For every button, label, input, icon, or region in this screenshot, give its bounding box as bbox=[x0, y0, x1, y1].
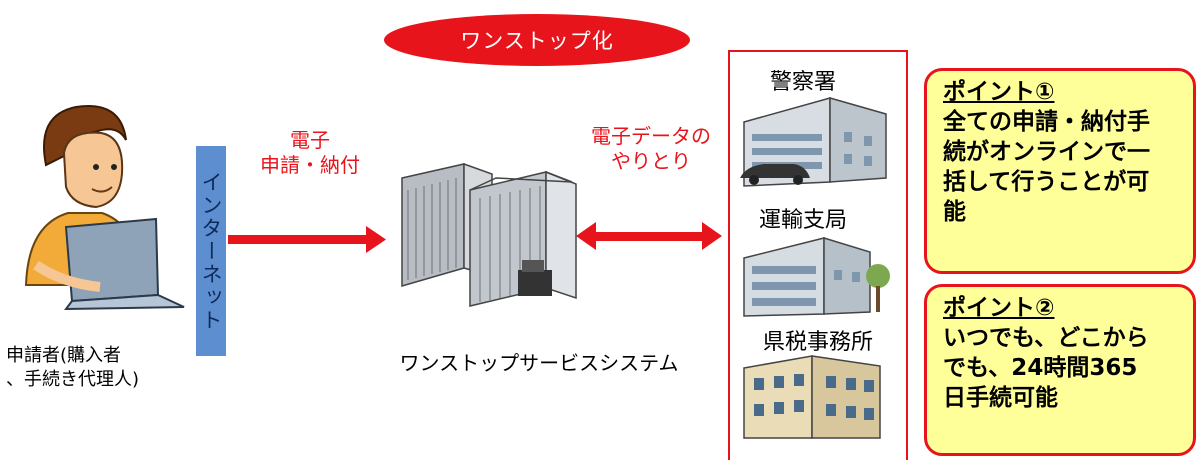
applicant-illustration bbox=[24, 105, 185, 310]
exchange-arrow bbox=[576, 222, 722, 250]
point-2-callout: ポイント② いつでも、どこから でも、24時間365 日手続可能 bbox=[924, 284, 1196, 456]
transport-bureau-icon bbox=[743, 236, 890, 317]
point-1-title: ポイント① bbox=[943, 79, 1055, 105]
police-station-icon bbox=[740, 97, 887, 187]
applicant-label: 申請者(購入者 、手続き代理人) bbox=[6, 345, 140, 390]
agency-tax-label: 県税事務所 bbox=[762, 330, 873, 355]
submit-label: 電子 申請・納付 bbox=[260, 128, 360, 177]
exchange-label: 電子データの やりとり bbox=[591, 124, 711, 173]
agency-transport-label: 運輸支局 bbox=[758, 208, 847, 233]
tax-office-icon bbox=[743, 355, 881, 439]
one-stop-badge: ワンストップ化 bbox=[384, 14, 690, 66]
agency-police-label: 警察署 bbox=[769, 70, 836, 95]
point-2-title: ポイント② bbox=[943, 295, 1055, 321]
server-illustration bbox=[401, 162, 577, 307]
point-1-callout: ポイント① 全ての申請・納付手 続がオンラインで一 括して行うことが可 能 bbox=[924, 68, 1196, 274]
internet-bar: インターネット bbox=[196, 146, 226, 356]
point-1-body: 全ての申請・納付手 続がオンラインで一 括して行うことが可 能 bbox=[943, 109, 1150, 225]
submit-arrow bbox=[228, 226, 386, 253]
system-label: ワンストップサービスシステム bbox=[399, 351, 679, 375]
point-2-body: いつでも、どこから でも、24時間365 日手続可能 bbox=[943, 325, 1149, 411]
agencies-panel bbox=[728, 50, 908, 460]
